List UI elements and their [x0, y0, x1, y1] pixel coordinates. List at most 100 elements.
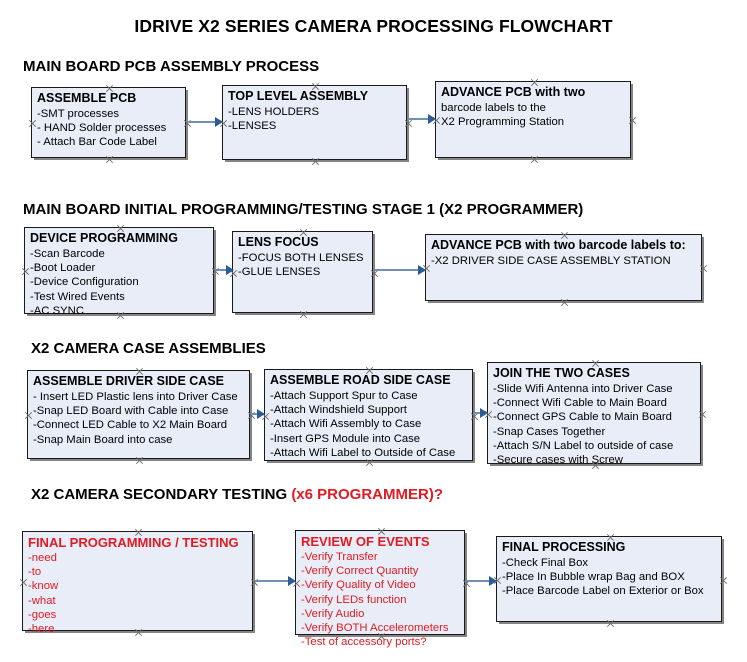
flow-node-line: -here [28, 623, 55, 636]
flow-node-line: -Place Barcode Label on Exterior or Box [502, 585, 704, 598]
resize-handle-top[interactable] [591, 359, 600, 368]
flow-node[interactable]: DEVICE PROGRAMMING-Scan Barcode-Boot Loa… [21, 224, 214, 317]
flow-arrow[interactable] [375, 265, 426, 275]
flow-arrow[interactable] [474, 408, 488, 418]
flow-node-line: -FOCUS BOTH LENSES [238, 252, 364, 264]
arrow-head-icon [418, 265, 426, 275]
resize-handle-right[interactable] [699, 264, 708, 273]
resize-handle-bottom[interactable] [134, 628, 143, 637]
flow-node-title: ASSEMBLE PCB [37, 91, 137, 105]
resize-handle-left[interactable] [21, 267, 30, 276]
resize-handle-bottom[interactable] [530, 155, 539, 164]
flow-node[interactable]: ADVANCE PCB with two barcode labels to: -… [425, 234, 702, 301]
flow-node-line: -Verify Transfer [301, 551, 378, 563]
flow-node-title: ADVANCE PCB with two [441, 85, 586, 99]
flow-node[interactable]: ASSEMBLE ROAD SIDE CASE-Attach Support S… [264, 369, 473, 461]
resize-handle-top[interactable] [377, 527, 386, 536]
arrow-shaft [474, 412, 481, 414]
flow-node-line: -LENS HOLDERS [228, 106, 320, 118]
flow-node-line: -Test Wired Events [30, 290, 125, 303]
flow-node-title: REVIEW OF EVENTS [301, 534, 430, 549]
flow-node-line: -GLUE LENSES [238, 266, 321, 279]
flow-node-title: FINAL PROGRAMMING / TESTING [28, 535, 239, 550]
flow-arrow[interactable] [251, 409, 265, 419]
resize-handle-top[interactable] [606, 533, 615, 542]
arrow-shaft [409, 118, 429, 120]
flow-node-title: ADVANCE PCB with two barcode labels to: [431, 238, 686, 252]
resize-handle-top[interactable] [116, 224, 125, 233]
flow-node[interactable]: LENS FOCUS-FOCUS BOTH LENSES-GLUE LENSES [232, 231, 373, 313]
flow-node-line: -Snap Main Board into case [33, 433, 173, 446]
flow-node-line: -Check Final Box [502, 557, 589, 569]
flow-node-title: DEVICE PROGRAMMING [30, 231, 178, 245]
arrow-shaft [375, 269, 419, 271]
arrow-head-icon [257, 409, 265, 419]
arrow-shaft [187, 121, 216, 123]
resize-handle-right[interactable] [719, 576, 728, 585]
resize-handle-bottom[interactable] [135, 456, 144, 465]
resize-handle-bottom[interactable] [606, 619, 615, 628]
resize-handle-top[interactable] [560, 231, 569, 240]
flow-node[interactable]: TOP LEVEL ASSEMBLY-LENS HOLDERS-LENSES [222, 85, 407, 160]
arrow-shaft [215, 269, 227, 271]
flow-node-line: -goes [28, 608, 57, 621]
section-header-text: MAIN BOARD PCB ASSEMBLY PROCESS [23, 58, 320, 75]
flow-node[interactable]: FINAL PROCESSING -Check Final Box -Place … [496, 536, 722, 622]
arrow-shaft [255, 580, 289, 582]
flow-arrow[interactable] [255, 576, 296, 586]
resize-handle-top[interactable] [365, 366, 374, 375]
flow-node-line: -Attach S/N Label to outside of case [493, 439, 674, 452]
resize-handle-bottom[interactable] [560, 298, 569, 307]
flow-node-line: -SMT processes [37, 108, 120, 120]
flow-node[interactable]: ASSEMBLE PCB-SMT processes- HAND Solder … [31, 87, 186, 158]
resize-handle-right[interactable] [628, 116, 637, 125]
section-header-text: X2 CAMERA SECONDARY TESTING [31, 486, 292, 503]
resize-handle-bottom[interactable] [105, 155, 114, 164]
flow-node[interactable]: ASSEMBLE DRIVER SIDE CASE - Insert LED Pl… [27, 370, 250, 459]
resize-handle-bottom[interactable] [299, 310, 308, 319]
flow-node[interactable]: REVIEW OF EVENTS -Verify Transfer -Verify … [295, 527, 465, 648]
flow-node-line: - Insert LED Plastic lens into Driver Ca… [33, 391, 238, 403]
resize-handle-bottom[interactable] [591, 461, 600, 470]
flow-node-line: barcode labels to the [441, 102, 546, 114]
resize-handle-top[interactable] [135, 367, 144, 376]
resize-handle-bottom[interactable] [311, 157, 320, 166]
section-header: X2 CAMERA SECONDARY TESTING (x6 PROGRAMM… [31, 486, 443, 503]
section-header: MAIN BOARD PCB ASSEMBLY PROCESS [23, 58, 319, 75]
resize-handle-top[interactable] [105, 84, 114, 93]
flow-arrow[interactable] [467, 576, 497, 586]
flow-node-line: -Test of accessory ports? [301, 636, 427, 649]
resize-handle-top[interactable] [530, 78, 539, 87]
flow-arrow[interactable] [215, 265, 234, 275]
flow-node-line: -Verify Correct Quantity [301, 565, 419, 578]
flow-node-line: -AC SYNC [30, 304, 84, 317]
section-header-accent: (x6 PROGRAMMER)? [291, 486, 443, 503]
flow-node[interactable]: FINAL PROGRAMMING / TESTING-need-to-know… [19, 528, 253, 635]
flow-node-line: -Connect Wifi Cable to Main Board [493, 397, 667, 410]
arrow-head-icon [428, 114, 436, 124]
resize-handle-left[interactable] [19, 578, 28, 587]
flow-node[interactable]: JOIN THE TWO CASES-Slide Wifi Antenna in… [487, 359, 701, 466]
resize-handle-left[interactable] [24, 411, 33, 420]
flow-node-line: - Attach Bar Code Label [37, 136, 157, 149]
flow-node-title: FINAL PROCESSING [502, 540, 626, 554]
flow-node[interactable]: ADVANCE PCB with two barcode labels to th… [435, 81, 631, 158]
flow-node-title: ASSEMBLE DRIVER SIDE CASE [33, 374, 225, 388]
flow-node-line: -Verify BOTH Accelerometers [301, 622, 449, 635]
flow-arrow[interactable] [409, 114, 436, 124]
flow-arrow[interactable] [187, 117, 223, 127]
flow-node-line: -Attach Support Spur to Case [270, 390, 418, 402]
resize-handle-bottom[interactable] [365, 458, 374, 467]
flow-node-line: -to [28, 566, 42, 579]
flow-node-line: -X2 DRIVER SIDE CASE ASSEMBLY STATION [431, 255, 671, 267]
resize-handle-top[interactable] [299, 228, 308, 237]
resize-handle-bottom[interactable] [116, 311, 125, 320]
resize-handle-right[interactable] [698, 410, 707, 419]
flow-node-line: -need [28, 552, 57, 564]
arrow-head-icon [215, 117, 223, 127]
resize-handle-left[interactable] [28, 119, 37, 128]
resize-handle-top[interactable] [134, 528, 143, 537]
resize-handle-top[interactable] [311, 82, 320, 91]
flow-node-line: -Attach Windshield Support [270, 404, 407, 417]
resize-handle-bottom[interactable] [377, 632, 386, 641]
